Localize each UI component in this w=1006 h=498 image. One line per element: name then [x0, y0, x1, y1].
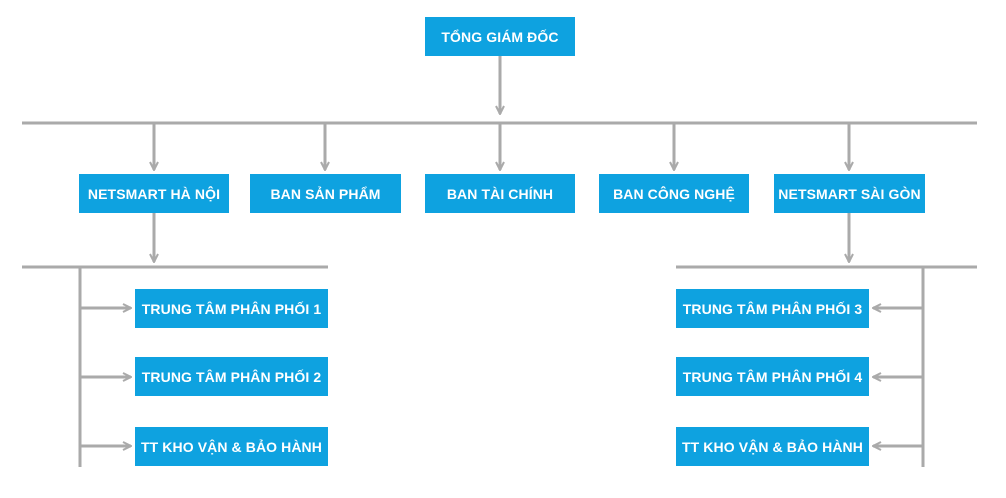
- node-tong-giam-doc: TỔNG GIÁM ĐỐC: [425, 17, 575, 56]
- node-ban-san-pham: BAN SẢN PHẨM: [250, 174, 401, 213]
- node-trung-tam-phan-phoi-3: TRUNG TÂM PHÂN PHỐI 3: [676, 289, 869, 328]
- node-ban-cong-nghe: BAN CÔNG NGHỆ: [599, 174, 749, 213]
- node-ban-tai-chinh: BAN TÀI CHÍNH: [425, 174, 575, 213]
- node-netsmart-ha-noi: NETSMART HÀ NỘI: [79, 174, 229, 213]
- node-netsmart-sai-gon: NETSMART SÀI GÒN: [774, 174, 925, 213]
- node-trung-tam-phan-phoi-2: TRUNG TÂM PHÂN PHỐI 2: [135, 357, 328, 396]
- node-tt-kho-van-bao-hanh-hn: TT KHO VẬN & BẢO HÀNH: [135, 427, 328, 466]
- node-tt-kho-van-bao-hanh-sg: TT KHO VẬN & BẢO HÀNH: [676, 427, 869, 466]
- node-trung-tam-phan-phoi-1: TRUNG TÂM PHÂN PHỐI 1: [135, 289, 328, 328]
- node-trung-tam-phan-phoi-4: TRUNG TÂM PHÂN PHỐI 4: [676, 357, 869, 396]
